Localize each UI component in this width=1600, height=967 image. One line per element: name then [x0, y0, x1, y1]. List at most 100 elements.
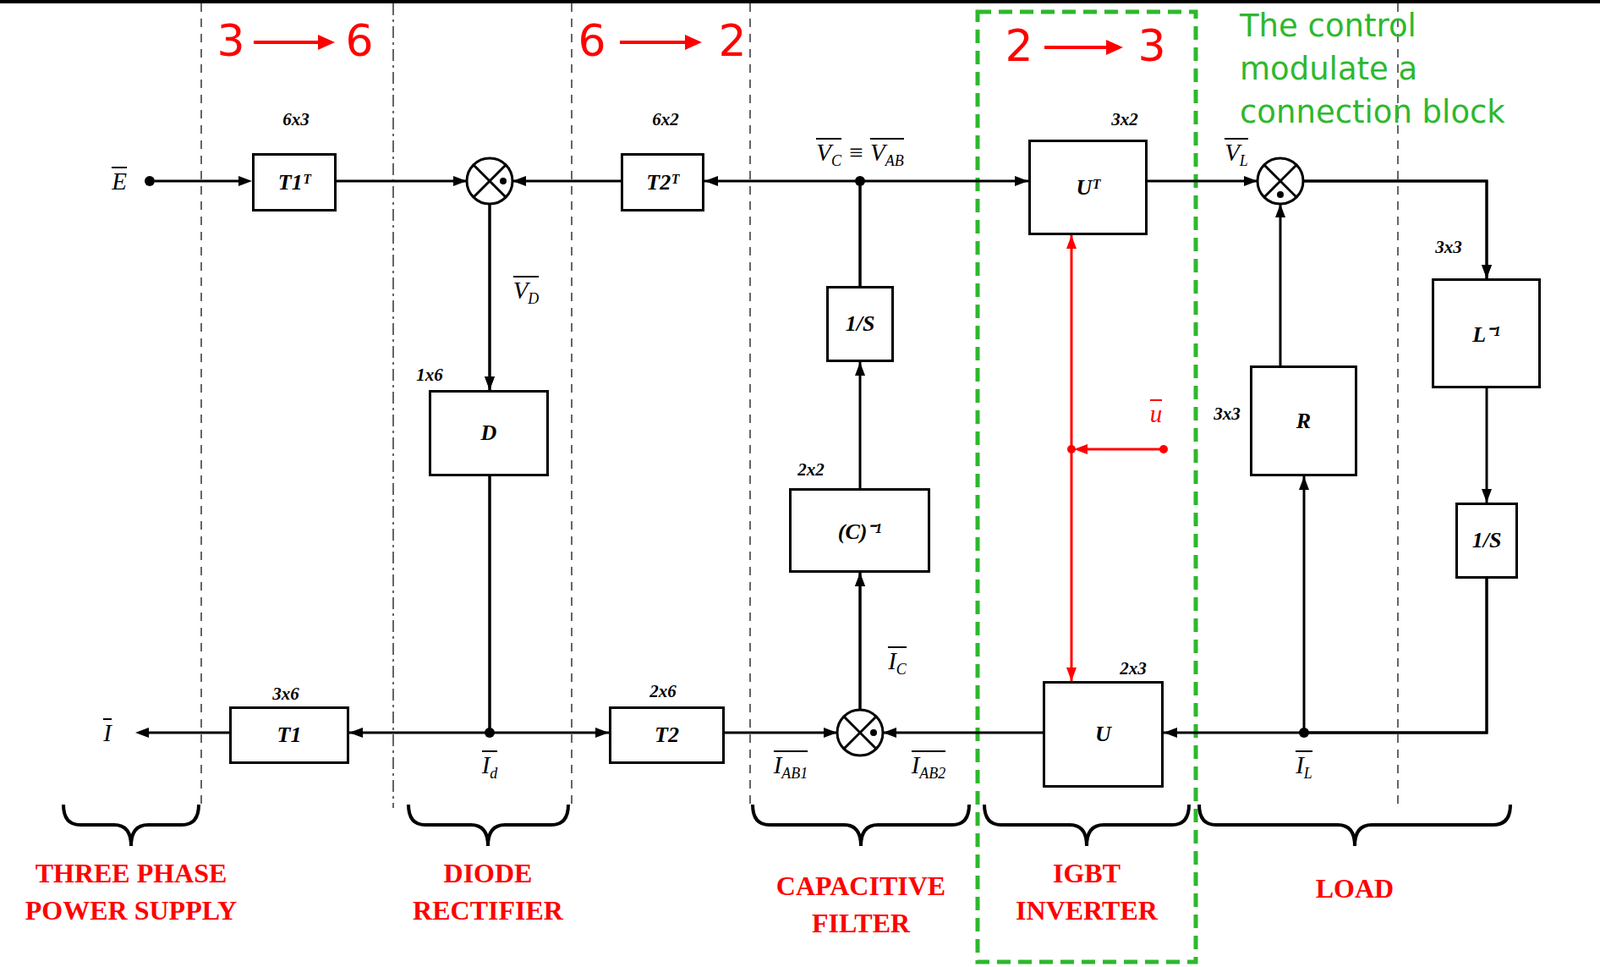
conversion-number: 3 — [1135, 20, 1168, 72]
overlined-symbol: IAB1 — [773, 750, 809, 781]
control-connector — [1070, 235, 1074, 681]
summing-junction — [466, 158, 513, 204]
signal-name: IC — [887, 646, 907, 677]
dimension-label: 2x2 — [797, 459, 825, 481]
dimension-label: 6x2 — [652, 109, 680, 131]
output-wire — [147, 731, 230, 735]
subscript: C — [831, 152, 842, 170]
signal-name: E — [111, 166, 127, 196]
matrix-block: (C)⁻¹ — [789, 487, 931, 573]
overlined-symbol: VC — [816, 137, 842, 169]
signal-connector — [489, 476, 609, 733]
subscript: AB2 — [919, 764, 946, 782]
subscript: C — [896, 660, 907, 678]
section-separator — [570, 3, 573, 808]
signal-name: IAB1 — [773, 750, 809, 781]
sign-dot — [870, 728, 877, 736]
junction-cross — [1264, 164, 1297, 198]
junction-cross — [843, 716, 877, 749]
arrow-head — [135, 727, 149, 738]
subscript: D — [527, 290, 539, 307]
top-rule — [0, 0, 1600, 4]
overlined-symbol: VD — [513, 275, 540, 307]
matrix-block: L⁻¹ — [1431, 278, 1541, 389]
signal-connector — [1163, 578, 1487, 733]
highlight-frame — [977, 11, 1196, 962]
dimension-label: 6x3 — [282, 109, 310, 131]
section-title: DIODE RECTIFIER — [378, 854, 598, 929]
block-label: U — [1095, 721, 1112, 747]
subscript: L — [1239, 152, 1249, 170]
arrow-head — [1106, 39, 1124, 55]
block-label: (C)⁻¹ — [838, 515, 882, 546]
signal-name: IAB2 — [911, 750, 947, 781]
junction-cross — [473, 164, 506, 198]
dimension-label: 2x6 — [649, 680, 677, 702]
signal-name: Id — [482, 750, 499, 781]
terminal-dot — [144, 175, 155, 187]
conversion-arrow — [619, 40, 687, 44]
overlined-symbol: u — [1150, 399, 1163, 427]
subscript: AB — [885, 152, 905, 170]
matrix-block: R — [1249, 365, 1358, 477]
control-signal-name: u — [1150, 399, 1163, 428]
sign-dot — [499, 177, 507, 185]
conversion-number: 6 — [575, 15, 608, 66]
block-label: D — [481, 420, 498, 446]
junction-cross — [843, 716, 877, 749]
dimension-label: 1x6 — [416, 364, 444, 386]
signal-connector — [349, 476, 490, 733]
control-dot — [1067, 444, 1076, 454]
signal-name: IL — [1295, 750, 1313, 781]
matrix-block: T2ᵀ — [620, 153, 705, 212]
overlined-symbol: IC — [887, 646, 907, 677]
dimension-label: 2x3 — [1119, 657, 1147, 680]
arrow-head — [1243, 175, 1258, 187]
block-label: 1/S — [845, 311, 876, 337]
arrow-head — [684, 34, 702, 50]
signal-connector — [1147, 180, 1487, 279]
arrow-head — [823, 727, 838, 738]
block-label: T1ᵀ — [278, 169, 311, 196]
section-separator — [200, 3, 203, 808]
signal-connector — [1485, 388, 1489, 503]
signal-connector — [336, 180, 490, 390]
junction-cross — [1264, 164, 1297, 198]
group-brace — [408, 804, 569, 846]
arrow-head — [1073, 443, 1088, 455]
matrix-block: T1 — [229, 706, 350, 764]
dimension-label: 3x2 — [1111, 109, 1139, 131]
arrow-head — [1275, 203, 1286, 218]
block-label: 1/S — [1472, 527, 1502, 554]
integrator-block: 1/S — [1455, 502, 1518, 579]
summing-junction — [837, 709, 883, 756]
conversion-number: 2 — [716, 15, 748, 66]
block-label: Uᵀ — [1075, 175, 1100, 201]
arrow-head — [512, 175, 527, 187]
signal-connector — [724, 572, 861, 733]
signal-connector — [704, 180, 861, 286]
overlined-symbol: VAB — [870, 137, 905, 169]
branch-dot — [484, 727, 495, 738]
block-label: R — [1296, 408, 1311, 434]
signal-name: I — [103, 717, 112, 747]
matrix-block: T2 — [608, 706, 725, 764]
conversion-number: 3 — [214, 15, 247, 66]
branch-dot — [854, 175, 866, 187]
section-separator — [392, 3, 395, 808]
overlined-symbol: Id — [482, 750, 499, 781]
group-brace — [1199, 804, 1511, 846]
input-wire — [154, 180, 241, 183]
dimension-label: 3x3 — [1435, 236, 1463, 258]
dimension-label: 3x6 — [272, 683, 300, 705]
signal-connector — [489, 180, 621, 390]
matrix-block: T1ᵀ — [252, 153, 337, 212]
overlined-symbol: I — [103, 717, 112, 746]
dimension-label: 3x3 — [1213, 403, 1241, 425]
section-separator — [749, 3, 751, 808]
subscript: L — [1304, 764, 1313, 782]
overlined-symbol: IAB2 — [911, 750, 947, 781]
conversion-arrow — [253, 40, 320, 44]
